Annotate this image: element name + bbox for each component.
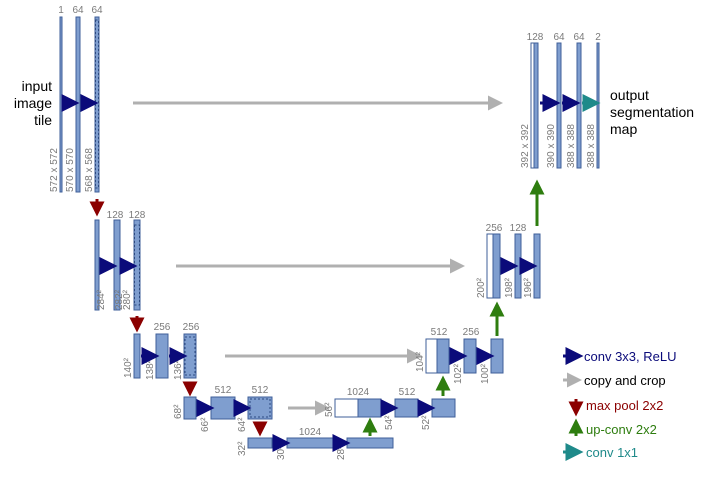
output-label-line-2: segmentation (610, 104, 694, 120)
size-label-enc2-2: 282² (114, 289, 125, 310)
size-label-dec1-1: 392 x 392 (520, 124, 531, 168)
size-label-dec1-3: 388 x 388 (566, 124, 577, 168)
feature-map-enc3-pool (133, 333, 141, 379)
size-label-enc4-1: 68² (173, 404, 184, 419)
feature-map-enc3-conv2 (183, 333, 197, 379)
channel-label-enc3-2: 256 (183, 322, 200, 333)
channel-label-dec2-2: 128 (510, 223, 527, 234)
output-label-line-3: map (610, 121, 637, 137)
channel-label-dec3-2: 256 (463, 327, 480, 338)
legend-conv-text: conv 3x3, ReLU (584, 349, 677, 364)
size-label-dec2-1: 200² (476, 277, 487, 298)
feature-map-dec2-upconv (492, 233, 501, 299)
feature-map-enc2-pool (94, 219, 100, 311)
feature-map-dec1-upconv (533, 42, 539, 169)
size-label-dec2-3: 196² (523, 277, 534, 298)
feature-map-dec4-copied (334, 398, 359, 418)
size-label-dec3-3: 100² (480, 363, 491, 384)
crop-region-enc4 (249, 398, 271, 418)
feature-map-bottom-conv1 (286, 437, 334, 449)
channel-label-dec4-2: 512 (399, 387, 416, 398)
input-label-line-1: input (22, 78, 52, 94)
channel-label-enc3-1: 256 (154, 322, 171, 333)
channel-label-dec4-1: 1024 (347, 387, 370, 398)
size-label-dec1-4: 388 x 388 (586, 124, 597, 168)
channel-label-dec1-4: 2 (595, 32, 601, 43)
legend-maxpool-text: max pool 2x2 (586, 398, 663, 413)
size-label-dec2-2: 198² (504, 277, 515, 298)
channel-label-enc1-1: 1 (58, 5, 64, 16)
feature-map-dec2-copied (486, 233, 494, 299)
feature-map-dec4-upconv (357, 398, 382, 418)
size-label-enc3-3: 136² (173, 359, 184, 380)
output-label-line-1: output (610, 87, 649, 103)
size-label-dec3-2: 102² (453, 363, 464, 384)
size-label-bottom-1: 32² (237, 441, 248, 456)
channel-label-dec2-1: 256 (486, 223, 503, 234)
feature-map-enc4-conv1 (210, 396, 236, 420)
legend-copy-text: copy and crop (584, 373, 666, 388)
size-label-enc2-3: 280² (122, 289, 133, 310)
size-label-dec4-1: 56² (324, 402, 335, 417)
size-label-enc3-1: 140² (123, 357, 134, 378)
size-label-bottom-3: 28² (336, 445, 347, 460)
feature-map-dec1-conv1 (556, 42, 562, 169)
size-label-enc1-3: 568 x 568 (84, 148, 95, 192)
channel-label-enc4-2: 512 (252, 385, 269, 396)
channel-label-enc2-2: 128 (129, 210, 146, 221)
size-label-bottom-2: 30² (276, 445, 287, 460)
feature-map-dec2-conv2 (533, 233, 541, 299)
input-label-line-3: tile (34, 112, 52, 128)
size-label-enc3-2: 138² (145, 359, 156, 380)
feature-map-dec2-conv1 (514, 233, 522, 299)
channel-label-enc1-2: 64 (72, 5, 84, 16)
feature-map-dec4-conv1 (394, 398, 419, 418)
feature-map-enc3-conv1 (155, 333, 169, 379)
size-label-dec4-2: 54² (384, 415, 395, 430)
channel-label-dec1-3: 64 (573, 32, 585, 43)
feature-map-bottom-conv2 (346, 437, 394, 449)
size-label-enc4-3: 64² (237, 417, 248, 432)
size-label-enc2-1: 284² (96, 289, 107, 310)
feature-map-enc4-pool (183, 396, 197, 420)
feature-map-enc1-input (59, 16, 63, 193)
channel-label-dec1-2: 64 (553, 32, 565, 43)
size-label-dec1-2: 390 x 390 (546, 124, 557, 168)
size-label-dec4-3: 52² (421, 415, 432, 430)
channel-label-dec1-1: 128 (527, 32, 544, 43)
channel-label-enc4-1: 512 (215, 385, 232, 396)
legend-upconv-text: up-conv 2x2 (586, 422, 657, 437)
channel-label-bottom: 1024 (299, 427, 322, 438)
feature-map-dec3-conv1 (463, 338, 477, 374)
input-label-line-2: image (14, 95, 52, 111)
feature-map-dec4-conv2 (431, 398, 456, 418)
legend: conv 3x3, ReLU copy and crop max pool 2x… (563, 347, 677, 461)
feature-map-dec3-conv2 (490, 338, 504, 374)
size-label-enc1-2: 570 x 570 (65, 148, 76, 192)
feature-map-enc1-conv1 (75, 16, 81, 193)
channel-label-enc1-3: 64 (91, 5, 103, 16)
legend-conv1x1-text: conv 1x1 (586, 445, 638, 460)
feature-map-bottom-pool (247, 437, 273, 449)
feature-map-dec3-upconv (436, 338, 450, 374)
size-label-enc1-1: 572 x 572 (49, 148, 60, 192)
feature-map-enc4-conv2 (247, 396, 273, 420)
feature-map-dec3-copied (425, 338, 438, 374)
feature-map-dec1-conv2 (576, 42, 582, 169)
size-label-dec3-1: 104² (415, 351, 426, 372)
channel-label-dec3-1: 512 (431, 327, 448, 338)
size-label-enc4-2: 66² (200, 417, 211, 432)
channel-label-enc2-1: 128 (107, 210, 124, 221)
feature-map-dec1-output (596, 42, 600, 169)
